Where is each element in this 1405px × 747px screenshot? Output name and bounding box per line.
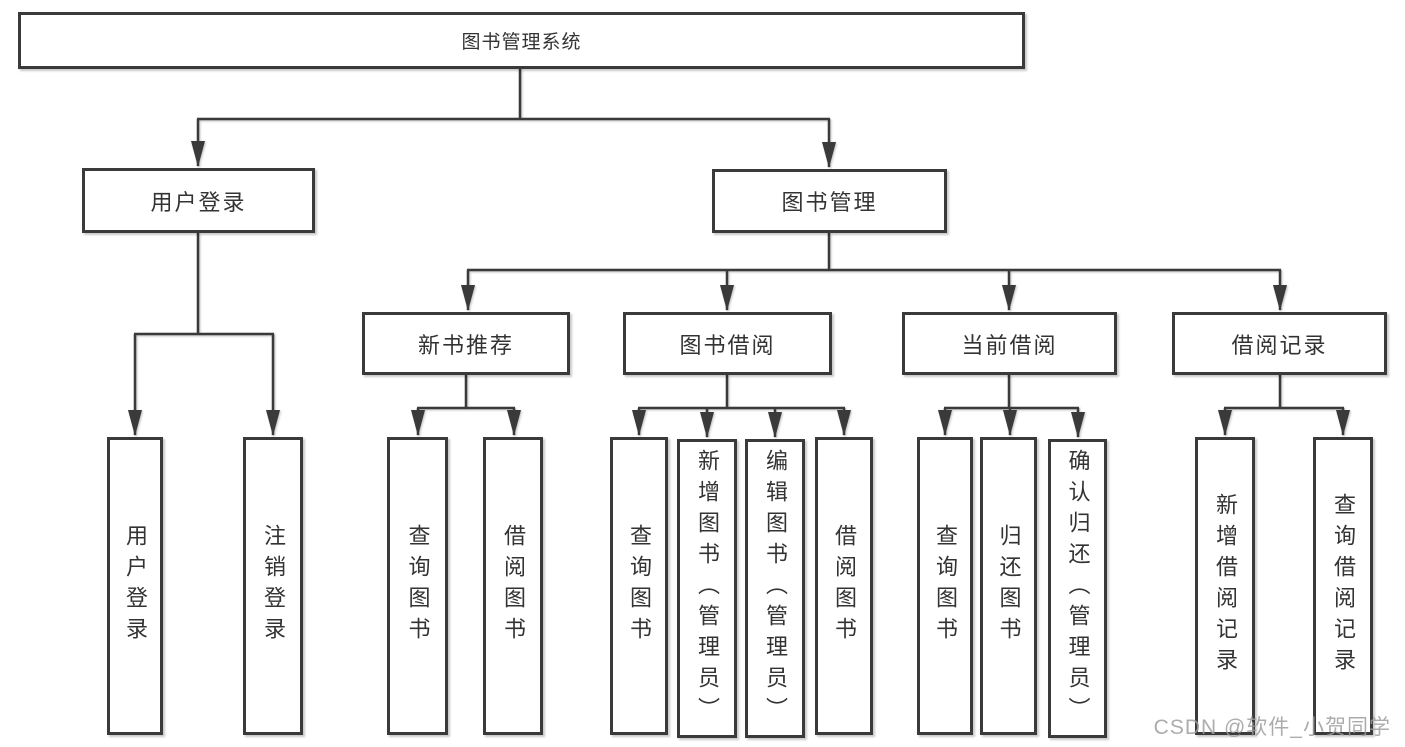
leaf-query-borrow-record-label: 查询借阅记录 — [1331, 493, 1356, 679]
leaf-borrow-books-label: 借阅图书 — [832, 524, 857, 648]
node-current-borrow-label: 当前借阅 — [961, 332, 1058, 358]
node-new-book-recommend: 新书推荐 — [362, 312, 570, 375]
node-library-management-system-label: 图书管理系统 — [461, 32, 582, 53]
leaf-current-query-books-label: 查询图书 — [933, 524, 958, 648]
leaf-edit-books-admin: 编辑图书（管理员） — [745, 439, 805, 738]
leaf-confirm-return-admin: 确认归还（管理员） — [1048, 439, 1107, 738]
node-user-login-label: 用户登录 — [150, 189, 247, 215]
leaf-current-query-books: 查询图书 — [917, 437, 973, 735]
node-user-login: 用户登录 — [82, 168, 315, 233]
leaf-borrow-query-books-label: 查询图书 — [627, 524, 652, 648]
leaf-user-login: 用户登录 — [107, 437, 163, 735]
leaf-borrow-query-books: 查询图书 — [610, 437, 668, 735]
csdn-watermark: CSDN @软件_小贺同学 — [1153, 716, 1391, 739]
leaf-recommend-query-books: 查询图书 — [387, 437, 448, 735]
leaf-recommend-borrow-books: 借阅图书 — [483, 437, 543, 735]
leaf-return-books: 归还图书 — [980, 437, 1037, 735]
leaf-add-books-admin-label: 新增图书（管理员） — [695, 449, 720, 728]
leaf-logout-label: 注销登录 — [261, 524, 286, 648]
node-book-borrow: 图书借阅 — [623, 312, 832, 375]
node-book-management: 图书管理 — [712, 169, 947, 233]
leaf-user-login-label: 用户登录 — [123, 524, 148, 648]
leaf-query-borrow-record: 查询借阅记录 — [1313, 437, 1373, 735]
leaf-recommend-query-books-label: 查询图书 — [405, 524, 431, 648]
leaf-return-books-label: 归还图书 — [996, 524, 1022, 648]
leaf-logout: 注销登录 — [243, 437, 303, 735]
node-book-borrow-label: 图书借阅 — [679, 332, 776, 358]
leaf-borrow-books: 借阅图书 — [815, 437, 873, 735]
leaf-add-books-admin: 新增图书（管理员） — [677, 439, 737, 738]
leaf-confirm-return-admin-label: 确认归还（管理员） — [1065, 449, 1091, 728]
leaf-add-borrow-record-label: 新增借阅记录 — [1213, 493, 1238, 679]
node-library-management-system: 图书管理系统 — [18, 12, 1025, 69]
node-current-borrow: 当前借阅 — [902, 312, 1117, 375]
leaf-recommend-borrow-books-label: 借阅图书 — [501, 524, 526, 648]
node-book-management-label: 图书管理 — [781, 190, 878, 215]
leaf-edit-books-admin-label: 编辑图书（管理员） — [763, 449, 788, 728]
node-borrow-records: 借阅记录 — [1172, 312, 1387, 375]
node-new-book-recommend-label: 新书推荐 — [417, 332, 514, 358]
leaf-add-borrow-record: 新增借阅记录 — [1195, 437, 1255, 735]
node-borrow-records-label: 借阅记录 — [1231, 332, 1328, 358]
